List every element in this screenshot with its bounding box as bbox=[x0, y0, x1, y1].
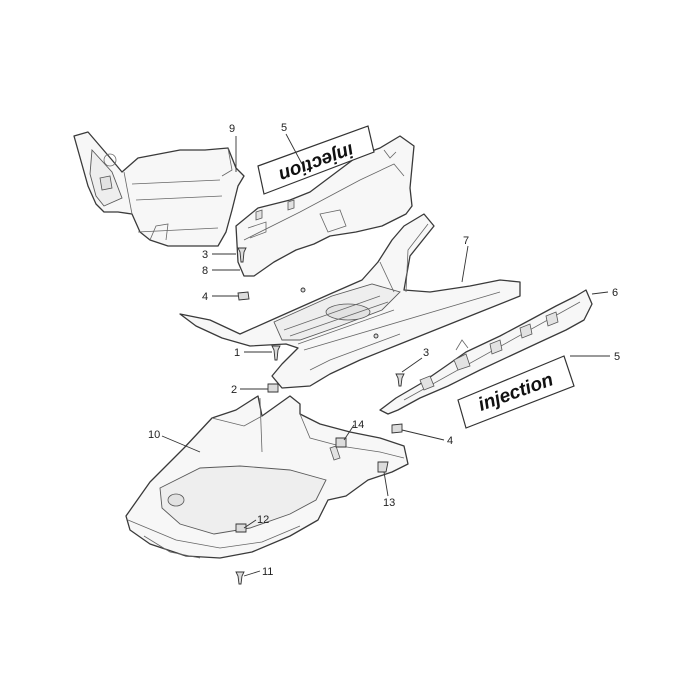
clip-12 bbox=[235, 523, 247, 533]
callout-5-lower: 5 bbox=[614, 351, 620, 363]
lower-belly-pan-part bbox=[125, 395, 409, 559]
callout-3-lower: 3 bbox=[423, 347, 429, 359]
callout-8: 8 bbox=[202, 265, 208, 277]
clip-4-upper bbox=[237, 291, 250, 301]
callout-9: 9 bbox=[229, 123, 235, 135]
callout-7: 7 bbox=[463, 235, 469, 247]
callout-4-lower: 4 bbox=[447, 435, 453, 447]
callout-4-upper: 4 bbox=[202, 291, 208, 303]
screw-3-lower bbox=[395, 373, 405, 387]
callout-1: 1 bbox=[234, 347, 240, 359]
leader-lines bbox=[161, 133, 610, 577]
fasteners bbox=[235, 247, 405, 585]
front-inner-shield-part bbox=[73, 131, 245, 247]
callout-10: 10 bbox=[148, 429, 160, 441]
callout-14: 14 bbox=[352, 419, 364, 431]
clip-2 bbox=[267, 383, 279, 393]
footrest-floorboard-part bbox=[179, 213, 521, 389]
callout-6: 6 bbox=[612, 287, 618, 299]
side-panel-right-part bbox=[379, 289, 593, 415]
screw-1 bbox=[271, 345, 281, 361]
clip-13 bbox=[377, 461, 389, 473]
callout-2: 2 bbox=[231, 384, 237, 396]
leg-shield-back-part bbox=[235, 135, 415, 277]
screw-11 bbox=[235, 571, 245, 585]
callout-labels: 9 5 7 3 8 4 6 1 3 5 2 10 14 4 13 12 11 bbox=[148, 122, 620, 578]
callout-11: 11 bbox=[262, 566, 273, 578]
callout-13: 13 bbox=[383, 497, 395, 509]
callout-3-upper: 3 bbox=[202, 249, 208, 261]
clip-4-lower bbox=[391, 423, 403, 434]
screw-3-upper bbox=[237, 247, 247, 263]
clip-14 bbox=[335, 437, 347, 448]
callout-5-upper: 5 bbox=[281, 122, 287, 134]
callout-12: 12 bbox=[257, 514, 269, 526]
